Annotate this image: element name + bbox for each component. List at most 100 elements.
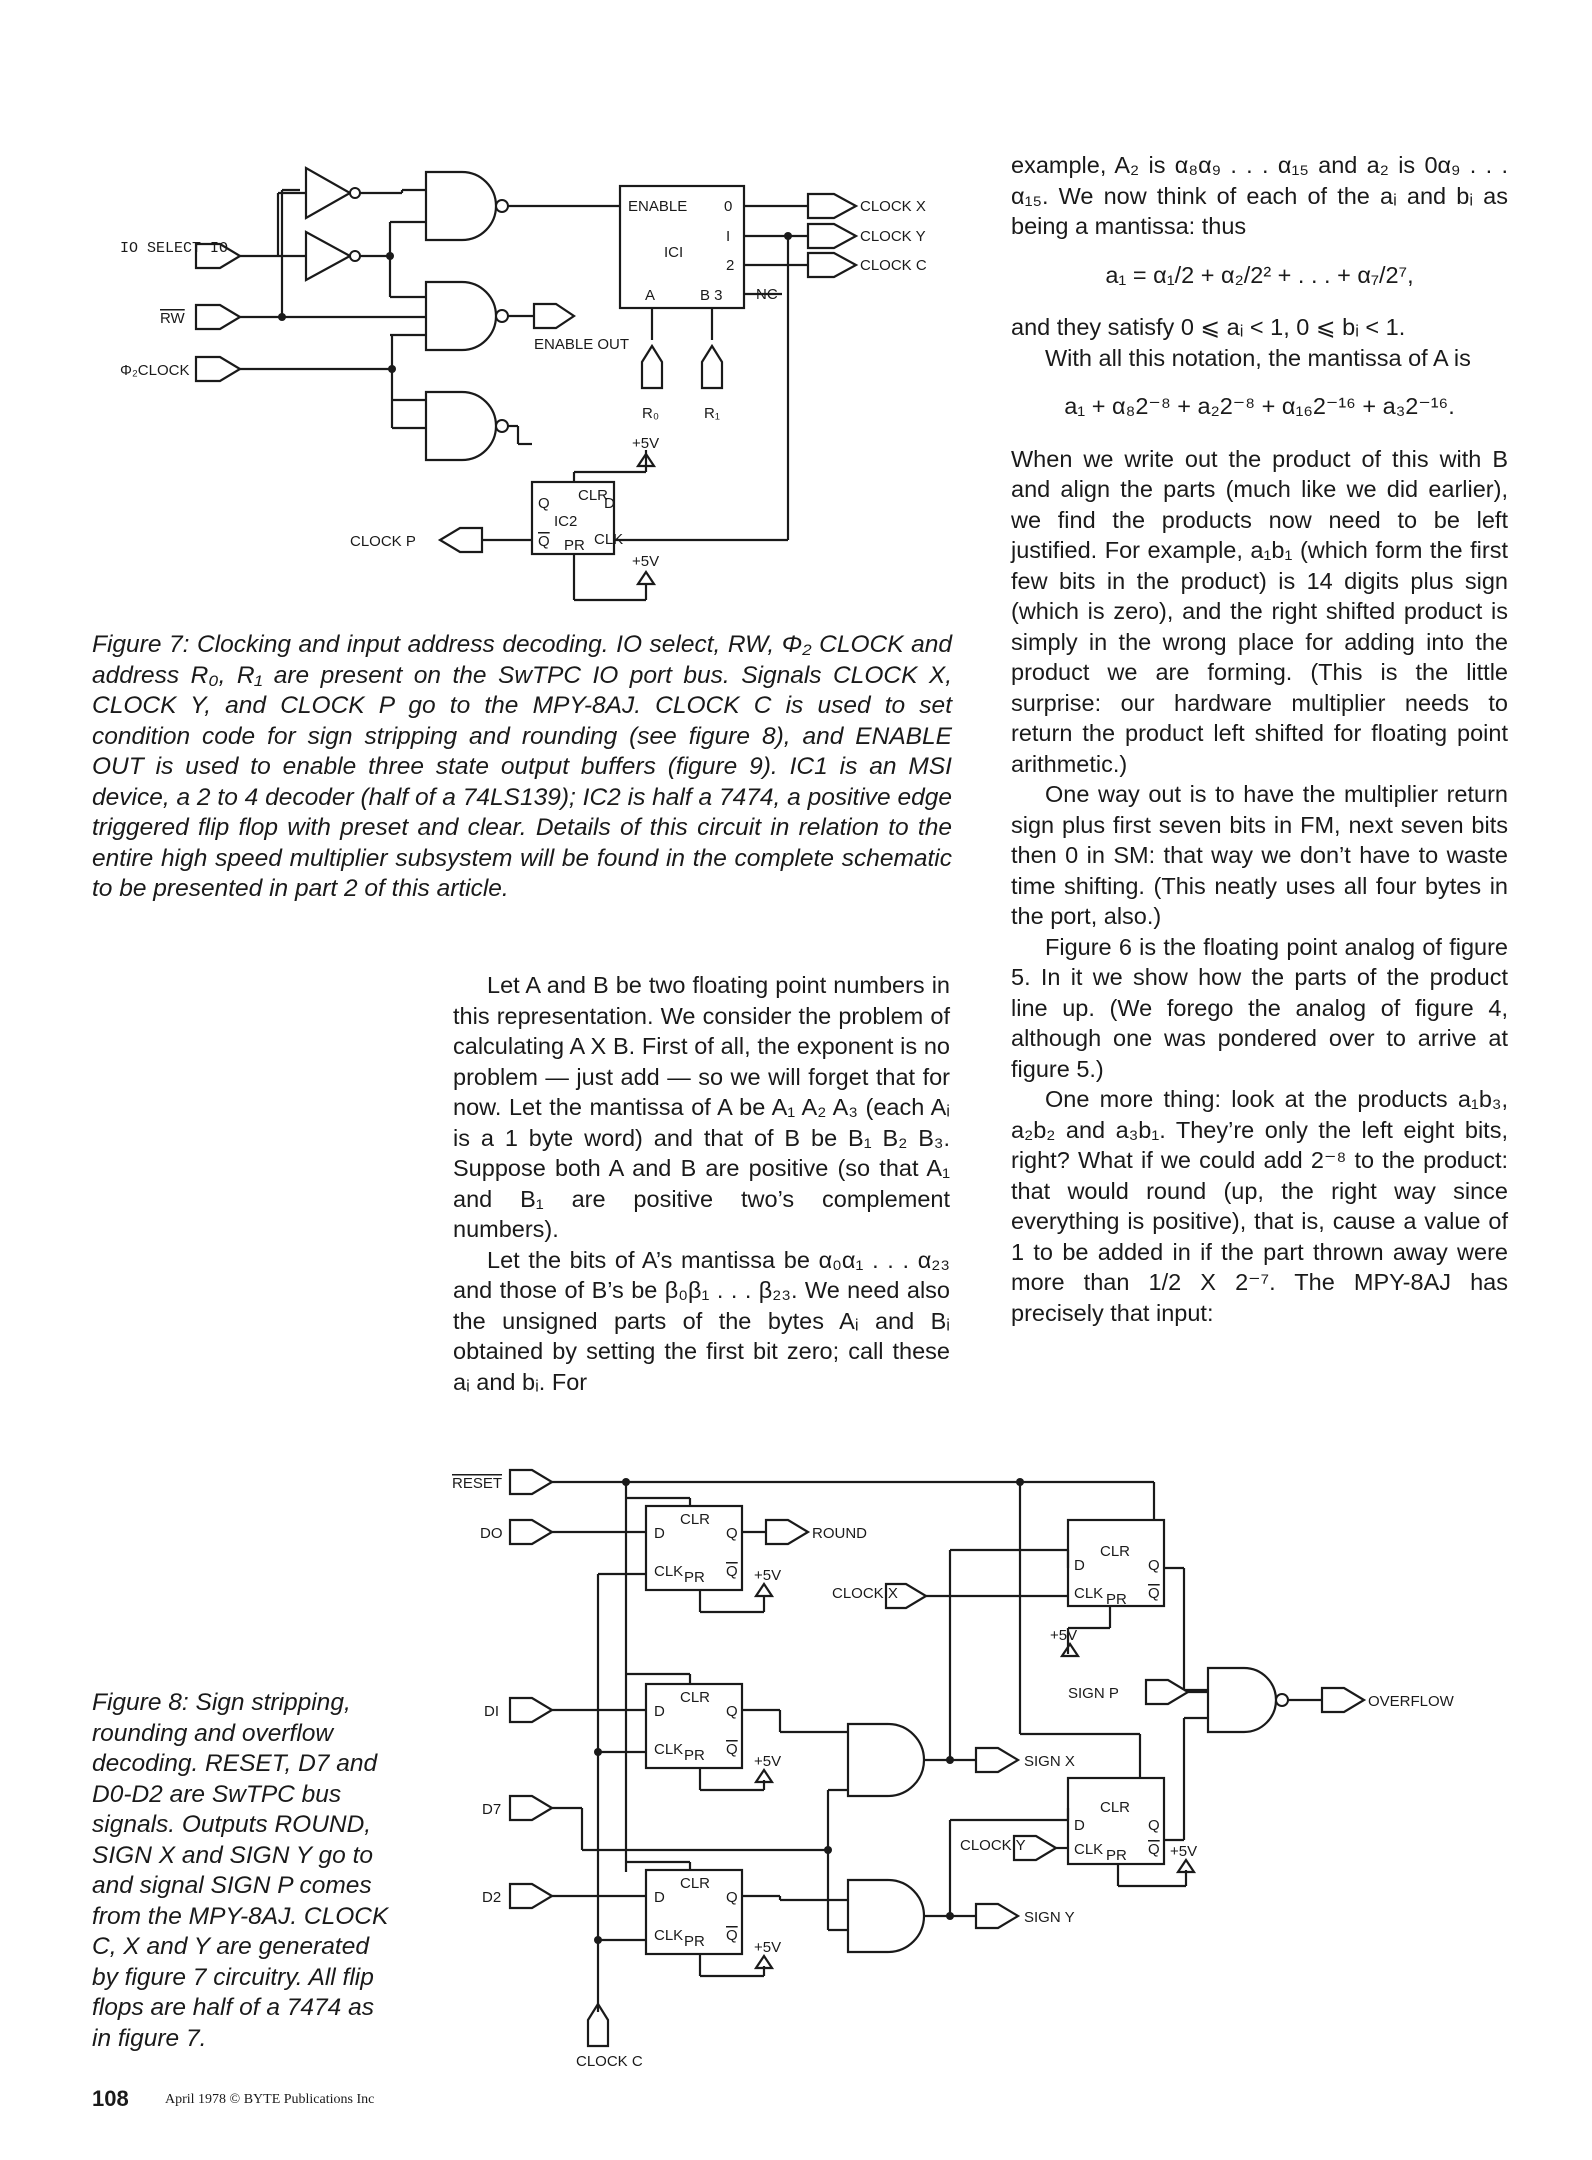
enable-label: ENABLE [628, 198, 687, 215]
flip-flop-overflow-a [1066, 1518, 1166, 1608]
svg-text:CLK: CLK [1074, 1585, 1103, 1602]
clock-p-connector [437, 526, 484, 554]
clock-c-connector-fig8 [586, 2001, 610, 2048]
page-number: 108 [92, 2086, 129, 2111]
formula-mantissa-a: a₁ + α₈2⁻⁸ + a₂2⁻⁸ + α₁₆2⁻¹⁶ + a₃2⁻¹⁶. [1064, 393, 1455, 419]
figure-8-schematic: RESET DO DI D7 D2 ROUND CLOCK X CLOCK Y … [452, 1468, 1455, 2070]
svg-text:Q: Q [538, 533, 550, 550]
sign-x-connector [974, 1746, 1021, 1774]
round-connector [764, 1518, 811, 1546]
phi2-clock-connector [194, 355, 243, 383]
round-label: ROUND [812, 1525, 867, 1542]
overflow-label: OVERFLOW [1368, 1693, 1455, 1710]
flip-flop-overflow-b [1066, 1776, 1166, 1866]
phi2-clock-label: Φ₂CLOCK [120, 362, 189, 379]
right-paragraph-7: One more thing: look at the products a₁b… [1011, 1086, 1508, 1326]
clock-x-connector [806, 192, 859, 220]
reset-label: RESET [452, 1475, 502, 1492]
svg-text:D: D [1074, 1817, 1085, 1834]
svg-text:Q: Q [1148, 1557, 1160, 1574]
svg-text:Q: Q [1148, 1841, 1160, 1858]
clock-x-connector-fig8 [884, 1582, 929, 1610]
ic1-label: ICI [664, 244, 683, 261]
svg-text:CLK: CLK [654, 1927, 683, 1944]
ic2-label: IC2 [554, 513, 577, 530]
d7-connector [508, 1794, 555, 1822]
svg-text:I: I [726, 228, 730, 245]
middle-paragraph-1: Let A and B be two floating point number… [453, 972, 950, 1242]
sign-x-label: SIGN X [1024, 1753, 1075, 1770]
right-paragraph-3: With all this notation, the mantissa of … [1045, 344, 1471, 371]
r1-label: R₁ [704, 405, 720, 422]
plus5v-fig8-1: +5V [754, 1567, 781, 1584]
svg-text:Q: Q [538, 495, 550, 512]
clock-c-label-fig8: CLOCK C [576, 2053, 643, 2070]
r0-connector [640, 343, 664, 390]
svg-text:CLR: CLR [680, 1511, 710, 1528]
svg-text:Q: Q [1148, 1817, 1160, 1834]
clock-x-label: CLOCK X [860, 198, 926, 215]
svg-text:2: 2 [726, 257, 734, 274]
svg-text:CLK: CLK [594, 531, 623, 548]
middle-column: Let A and B be two floating point number… [453, 970, 950, 1397]
svg-text:Q: Q [1148, 1585, 1160, 1602]
svg-text:D: D [1074, 1557, 1085, 1574]
clock-y-label-fig8: CLOCK Y [960, 1837, 1026, 1854]
flip-flop-d1 [644, 1682, 744, 1770]
sign-p-label: SIGN P [1068, 1685, 1119, 1702]
clock-c-label: CLOCK C [860, 257, 927, 274]
flip-flop-round [644, 1504, 744, 1592]
middle-paragraph-2: Let the bits of A’s mantissa be α₀α₁ . .… [453, 1246, 950, 1395]
rw-connector [194, 303, 243, 331]
svg-text:PR: PR [1106, 1591, 1127, 1608]
sign-y-label: SIGN Y [1024, 1909, 1075, 1926]
overflow-connector [1320, 1686, 1367, 1714]
nand-gate-3 [424, 390, 498, 462]
svg-text:CLR: CLR [1100, 1543, 1130, 1560]
right-column: example, A₂ is α₈α₉ . . . α₁₅ and a₂ is … [1011, 150, 1508, 1328]
svg-text:PR: PR [564, 537, 585, 554]
svg-text:PR: PR [684, 1747, 705, 1764]
plus5v-fig8-5: +5V [1170, 1843, 1197, 1860]
svg-text:Q: Q [726, 1703, 738, 1720]
svg-text:Q: Q [726, 1563, 738, 1580]
flip-flop-d2 [644, 1868, 744, 1956]
clock-y-connector-fig8 [1012, 1834, 1059, 1862]
ic1-decoder [618, 184, 746, 310]
svg-text:D: D [654, 1525, 665, 1542]
figure-7-caption: Figure 7: Clocking and input address dec… [92, 631, 952, 902]
right-paragraph-1: example, A₂ is α₈α₉ . . . α₁₅ and a₂ is … [1011, 152, 1508, 239]
svg-text:A: A [645, 287, 655, 304]
d1-label: DI [484, 1703, 499, 1720]
and-gate-overflow [1206, 1666, 1278, 1734]
io-select-label: IO SELECT IO [120, 240, 228, 257]
svg-text:D: D [604, 495, 615, 512]
figure-7-schematic: IO SELECT IO RW Φ₂CLOCK ENABLE OUT ENABL… [120, 166, 927, 602]
svg-text:CLR: CLR [680, 1689, 710, 1706]
clock-y-connector [806, 222, 859, 250]
sign-p-connector [1144, 1678, 1191, 1706]
svg-text:0: 0 [724, 198, 732, 215]
svg-text:CLR: CLR [680, 1875, 710, 1892]
plus5v-label-2: +5V [632, 553, 659, 570]
d2-label: D2 [482, 1889, 501, 1906]
right-paragraph-2: and they satisfy 0 ⩽ aᵢ < 1, 0 ⩽ bᵢ < 1. [1011, 314, 1406, 340]
plus5v-fig8-2: +5V [754, 1753, 781, 1770]
sign-y-connector [974, 1902, 1021, 1930]
svg-text:Q: Q [726, 1927, 738, 1944]
r1-connector [700, 343, 724, 390]
svg-text:B 3: B 3 [700, 287, 723, 304]
svg-text:CLR: CLR [578, 487, 608, 504]
svg-text:CLK: CLK [1074, 1841, 1103, 1858]
enable-out-label: ENABLE OUT [534, 336, 629, 353]
clock-x-label-fig8: CLOCK X [832, 1585, 898, 1602]
clock-p-label: CLOCK P [350, 533, 416, 550]
nand-gate-2 [424, 280, 498, 352]
nc-label: NC [756, 286, 778, 303]
right-paragraph-4: When we write out the product of this wi… [1011, 445, 1508, 777]
and-gate-sign-y [846, 1878, 926, 1954]
rw-label: RW [160, 310, 186, 327]
svg-text:Q: Q [726, 1741, 738, 1758]
figure-8-caption: Figure 8: Sign stripping, rounding and o… [92, 1689, 389, 2052]
svg-text:CLK: CLK [654, 1741, 683, 1758]
